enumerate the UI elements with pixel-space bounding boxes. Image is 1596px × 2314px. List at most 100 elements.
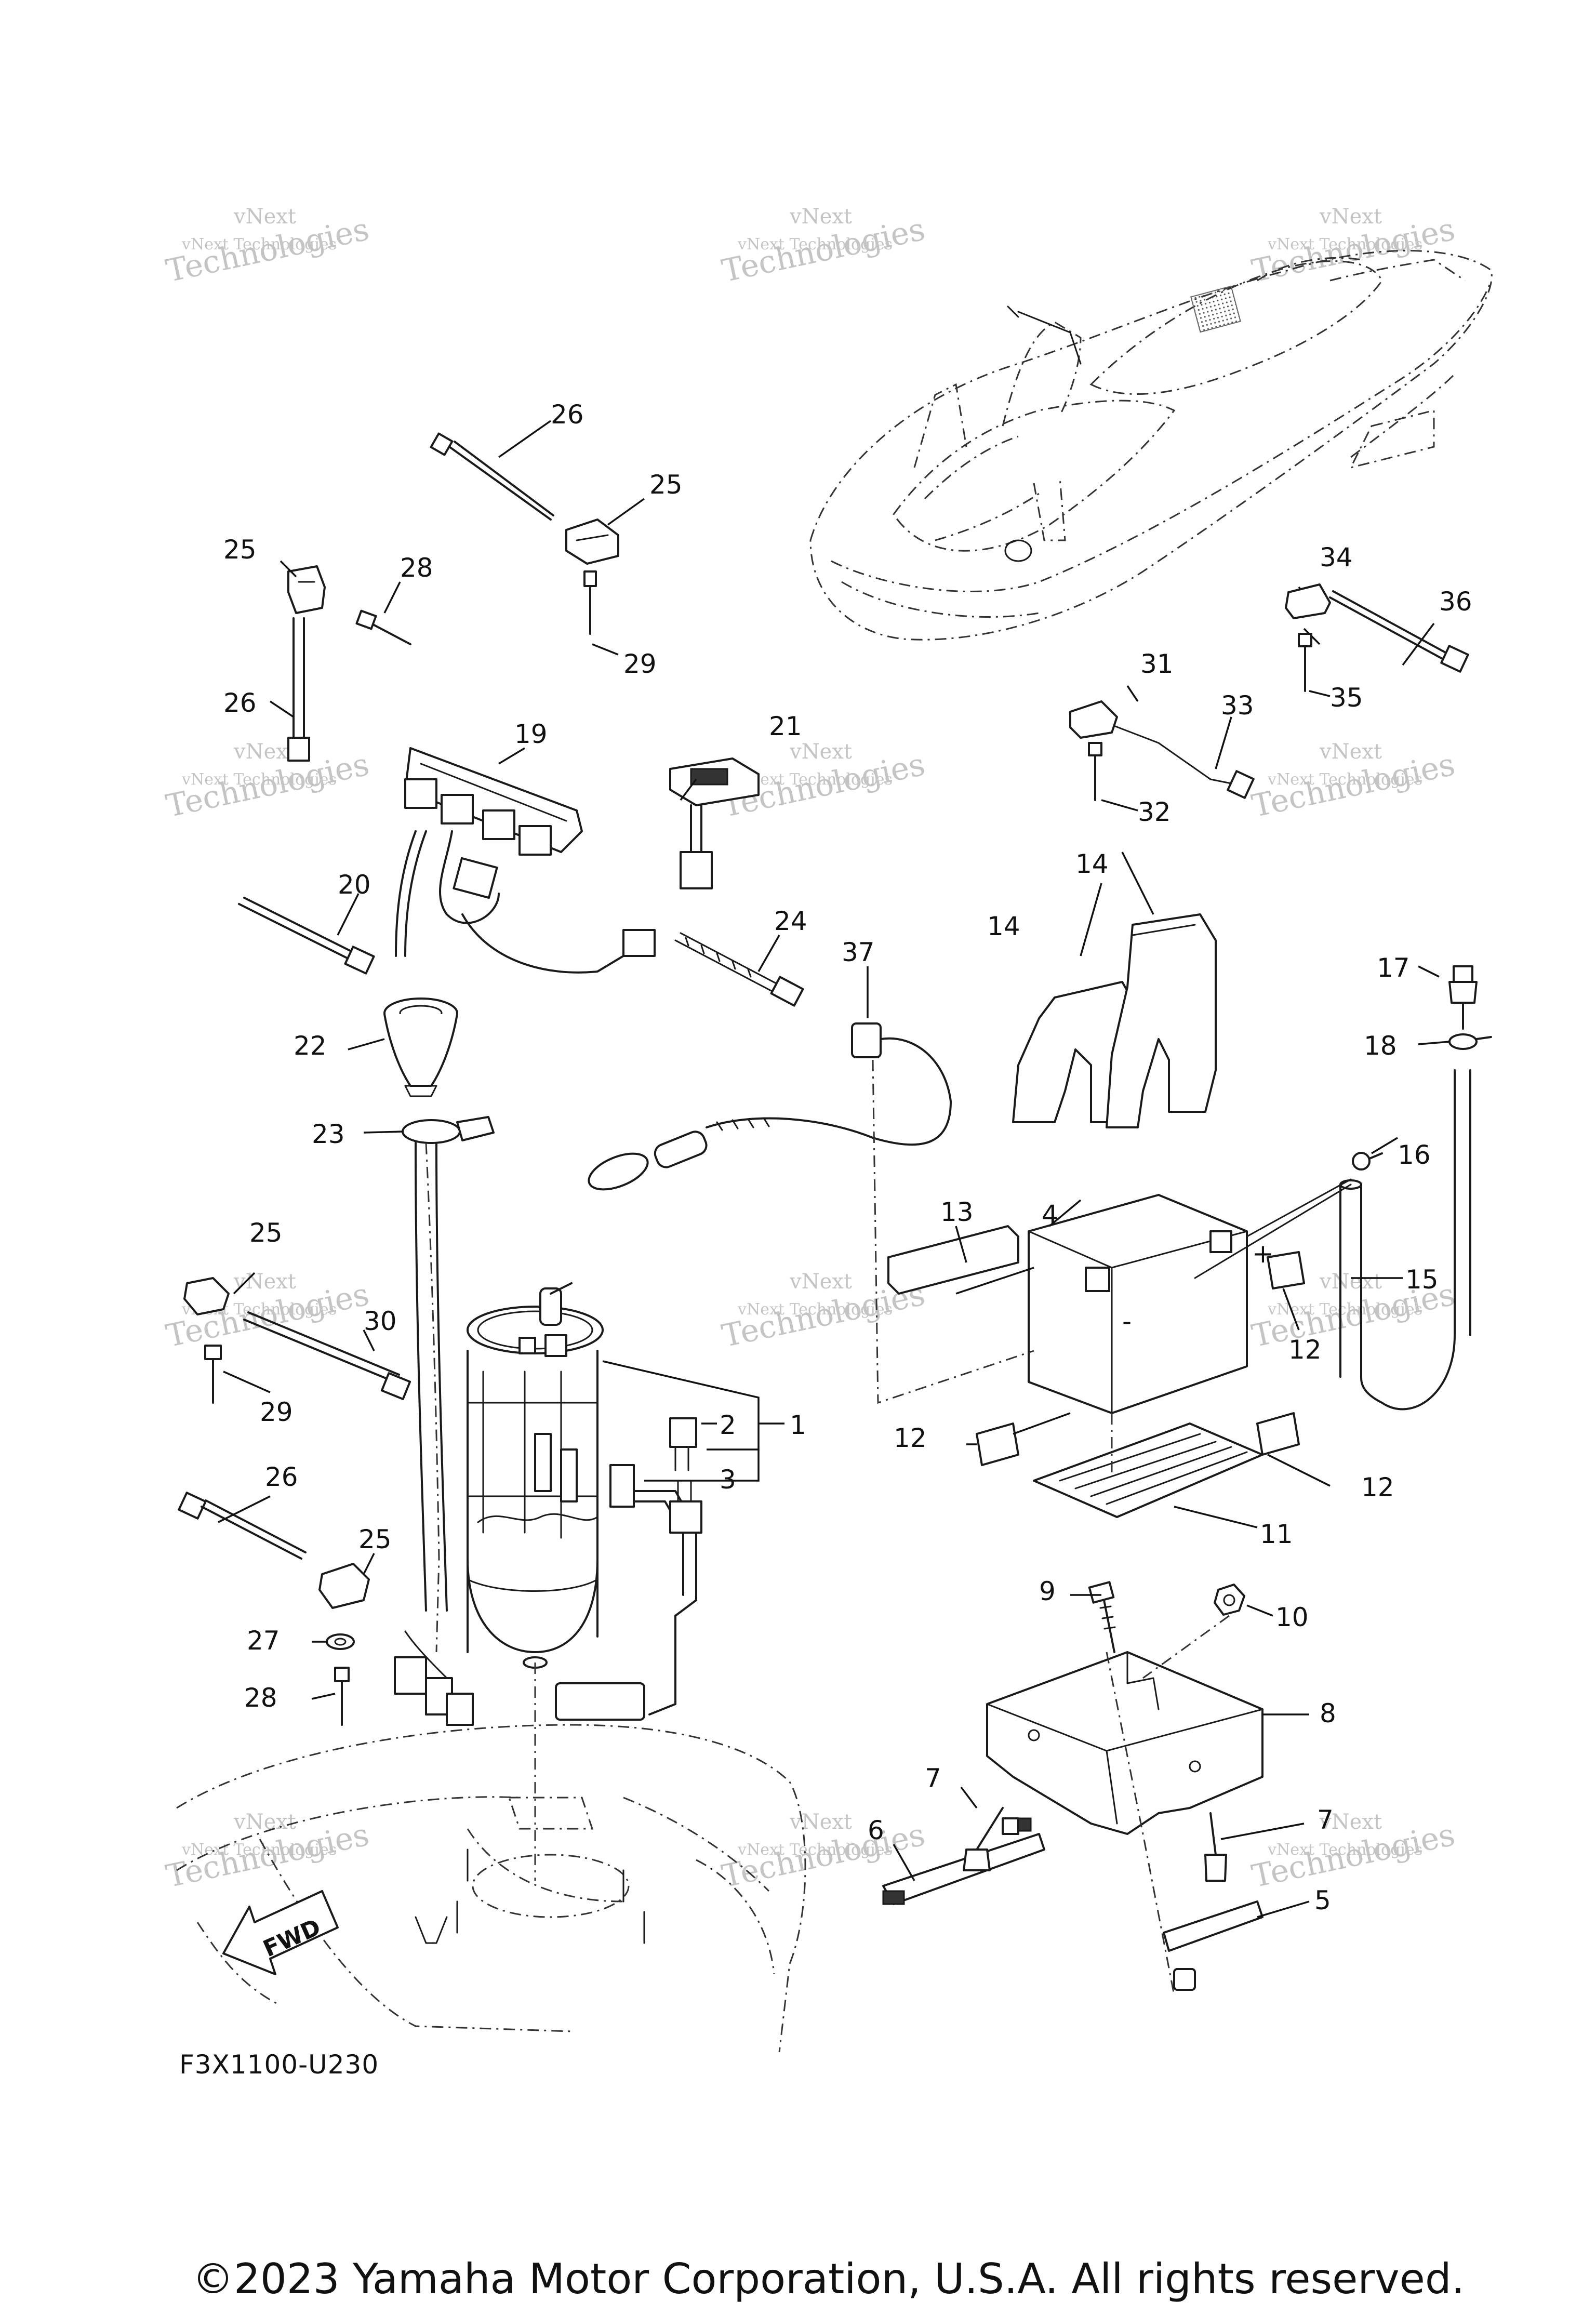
leader-lines: [218, 420, 1450, 1918]
callout-7: 7: [1317, 1805, 1334, 1835]
callout-30: 30: [364, 1306, 397, 1336]
harness-connectors: [394, 1142, 474, 1726]
callout-16: 16: [1398, 1140, 1431, 1170]
cable-tie-26-mid: [178, 1492, 307, 1560]
watermark: vNext vNext Technologies Technologies: [163, 1810, 373, 1895]
rivet-28-low: [334, 1667, 350, 1726]
hose-clip-16: [1352, 1152, 1383, 1171]
svg-text:vNext: vNext: [233, 1810, 296, 1834]
callout-9: 9: [1039, 1576, 1056, 1606]
callout-14: 14: [987, 911, 1020, 941]
watermark: vNext vNext Technologies Technologies: [1249, 740, 1458, 824]
washer-27: [326, 1633, 355, 1650]
bolt-guide-line: [1106, 1652, 1175, 1996]
nut-guide-line: [1142, 1615, 1230, 1679]
clamp-25-top: [565, 518, 619, 565]
watercraft-illustration: [809, 250, 1493, 641]
svg-text:vNext: vNext: [233, 1270, 296, 1294]
svg-text:vNext: vNext: [233, 205, 296, 229]
fuel-pump-wiring: [555, 1417, 702, 1721]
callout-36: 36: [1439, 587, 1472, 617]
callout-20: 20: [338, 870, 371, 900]
callout-27: 27: [247, 1626, 280, 1656]
callout-28: 28: [244, 1683, 277, 1713]
clamp-25-left: [287, 565, 326, 614]
callout-26: 26: [265, 1462, 298, 1492]
svg-text:vNext Technologies: vNext Technologies: [737, 1300, 893, 1319]
watermark: vNext vNext Technologies Technologies: [163, 740, 373, 824]
svg-text:vNext: vNext: [1319, 1270, 1382, 1294]
watermark: vNext vNext Technologies Technologies: [163, 205, 373, 289]
callout-19: 19: [514, 719, 548, 749]
fwd-arrow-icon: FWD: [222, 1890, 339, 1975]
callout-25: 25: [358, 1524, 392, 1554]
callout-32: 32: [1138, 797, 1171, 827]
callout-33: 33: [1221, 690, 1254, 721]
callout-numbers: 1 2 3 4 5 6 7 7 8 9 10 11 12 12 12 13 14…: [223, 400, 1472, 1916]
callout-10: 10: [1275, 1602, 1309, 1632]
callout-28: 28: [400, 553, 433, 583]
breather-17: [1448, 965, 1478, 1030]
callout-13: 13: [940, 1197, 974, 1227]
watermark: vNext vNext Technologies Technologies: [1249, 205, 1458, 289]
callout-22: 22: [294, 1031, 327, 1061]
svg-text:vNext: vNext: [233, 740, 296, 764]
pad-12a: [976, 1422, 1019, 1466]
pad-12b: [1256, 1412, 1300, 1456]
callout-3: 3: [720, 1465, 736, 1495]
callout-12: 12: [894, 1423, 927, 1453]
callout-18: 18: [1364, 1031, 1397, 1061]
svg-text:vNext: vNext: [789, 205, 852, 229]
harness-centerline: [425, 1142, 440, 1653]
callout-7: 7: [925, 1763, 941, 1793]
battery-mat-11: [1033, 1422, 1264, 1518]
callout-17: 17: [1377, 953, 1410, 983]
cable-tie-24: [674, 932, 804, 1007]
callout-4: 4: [1042, 1200, 1058, 1230]
watermark: vNext vNext Technologies Technologies: [1249, 1810, 1458, 1895]
callout-14: 14: [1075, 849, 1109, 879]
grommet-7-right: [1204, 1812, 1227, 1882]
bolt-9: [1088, 1581, 1116, 1653]
svg-text:vNext Technologies: vNext Technologies: [181, 235, 337, 254]
callout-24: 24: [774, 906, 807, 936]
copyright-notice: ©2023 Yamaha Motor Corporation, U.S.A. A…: [192, 2255, 1465, 2303]
hull-outline: [176, 1663, 806, 2053]
clamp-25-low: [318, 1563, 370, 1609]
svg-text:vNext Technologies: vNext Technologies: [737, 235, 893, 254]
fuel-pump-1: [467, 1282, 604, 1669]
svg-text:vNext: vNext: [1319, 740, 1382, 764]
svg-text:-: -: [1122, 1306, 1132, 1336]
nut-10: [1214, 1584, 1245, 1616]
cable-tie-20: [238, 897, 375, 975]
watermark-layer: vNext vNext Technologies Technologies vN…: [163, 205, 1458, 1895]
svg-text:vNext Technologies: vNext Technologies: [181, 1841, 337, 1859]
switch-panel-19: [395, 747, 656, 974]
pad-13: [887, 1225, 1019, 1295]
cable-tie-26-top: [430, 432, 554, 521]
callout-35: 35: [1330, 683, 1363, 713]
svg-text:vNext: vNext: [1319, 205, 1382, 229]
bracket-5: [1163, 1900, 1264, 1991]
callout-25: 25: [649, 470, 683, 500]
switch-21: [669, 757, 760, 889]
callout-31: 31: [1140, 649, 1174, 679]
clamp-25-mid: [183, 1277, 230, 1315]
callout-37: 37: [842, 937, 875, 967]
support-lines: [872, 583, 1469, 1404]
svg-text:vNext Technologies: vNext Technologies: [737, 1841, 893, 1859]
battery-strap-14b: [1106, 913, 1217, 1128]
svg-text:vNext Technologies: vNext Technologies: [737, 770, 893, 789]
callout-12: 12: [1288, 1335, 1322, 1365]
svg-text:vNext Technologies: vNext Technologies: [1267, 1841, 1422, 1859]
svg-text:vNext: vNext: [1319, 1810, 1382, 1834]
battery-vent-line: [1246, 1178, 1352, 1238]
rivet-28-left: [355, 609, 411, 645]
svg-text:vNext: vNext: [789, 1270, 852, 1294]
callout-12: 12: [1361, 1472, 1394, 1502]
callout-29: 29: [623, 649, 657, 679]
callout-25: 25: [223, 535, 257, 565]
callout-2: 2: [720, 1410, 736, 1440]
rivet-29-top: [583, 570, 597, 635]
callout-15: 15: [1405, 1265, 1439, 1295]
